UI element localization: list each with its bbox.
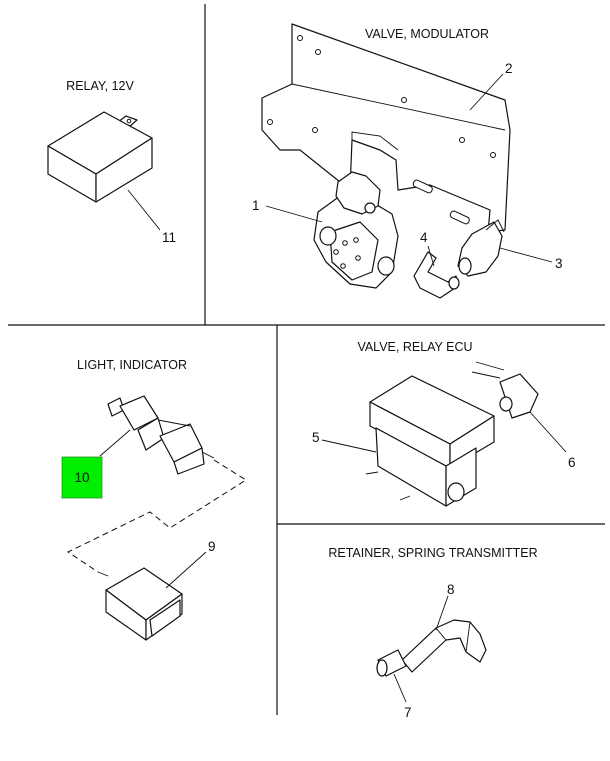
retainer-spring-part [401,619,487,673]
leader-1 [265,205,323,223]
leader-4 [427,245,435,267]
connector-3-part [457,219,505,277]
indicator-harness-part [66,395,247,577]
leader-8 [435,595,449,631]
callout-5: 5 [312,430,320,445]
callout-10[interactable]: 10 [74,470,89,485]
callout-2: 2 [505,61,513,76]
modulator-title: VALVE, MODULATOR [365,27,489,41]
relay-ecu-valve-part [365,375,495,507]
relay-12v-part [47,111,153,203]
relay-ecu-fitting-part [471,361,539,419]
callout-4: 4 [420,230,428,245]
retainer-title: RETAINER, SPRING TRANSMITTER [328,546,537,560]
modulator-valve-part [313,171,399,289]
relay-title: RELAY, 12V [66,79,134,93]
callout-6: 6 [568,455,576,470]
relay-ecu-title: VALVE, RELAY ECU [357,340,472,354]
leader-6 [529,411,567,453]
leader-5 [321,439,377,453]
indicator-light-part [105,567,183,641]
leader-2 [469,73,504,111]
callout-3: 3 [555,256,563,271]
leader-11 [127,189,161,231]
leader-7 [393,673,407,703]
callout-1: 1 [252,198,260,213]
callout-9: 9 [208,539,216,554]
callout-7: 7 [404,705,412,720]
section-dividers [8,4,605,715]
fitting-4-part [413,251,460,299]
leader-3 [499,247,553,263]
callout-11: 11 [162,230,176,245]
modulator-bracket-part [261,23,511,233]
leader-10 [99,429,131,457]
retainer-clip-part [376,649,407,677]
indicator-title: LIGHT, INDICATOR [77,358,187,372]
callout-8: 8 [447,582,455,597]
highlight-callout-10[interactable] [61,456,103,499]
leader-9 [165,551,207,589]
